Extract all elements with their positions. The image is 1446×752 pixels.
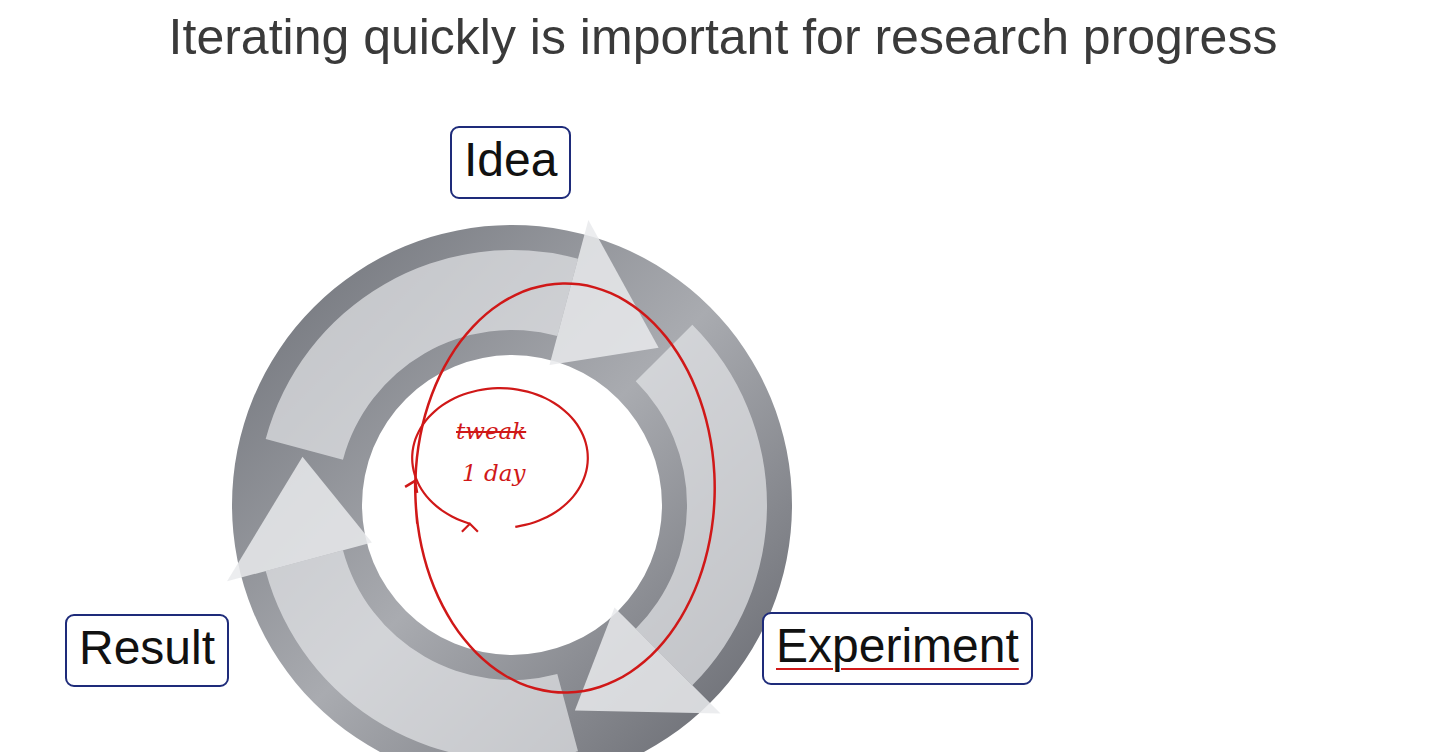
red-small-loop: [412, 388, 588, 527]
cycle-arrow-body: [266, 550, 578, 752]
handwritten-note: 1 day: [462, 460, 525, 486]
stage-label: Result: [79, 620, 215, 675]
red-small-loop-head: [462, 524, 478, 532]
cycle-arrow-head: [575, 608, 721, 714]
stage-box: Idea: [450, 126, 571, 199]
cycle-arrow-head: [550, 220, 659, 365]
red-loop: [415, 283, 715, 692]
cycle-arrow-head: [227, 457, 372, 582]
red-loop-head: [405, 481, 417, 493]
stage-label: Idea: [464, 132, 557, 187]
slide-title: Iterating quickly is important for resea…: [0, 8, 1446, 66]
stage-box: Experiment: [762, 612, 1033, 685]
stage-box: Result: [65, 614, 229, 687]
cycle-arrow-body: [636, 325, 767, 686]
handwritten-note: tweak: [456, 418, 526, 444]
stage-label: Experiment: [776, 618, 1019, 673]
